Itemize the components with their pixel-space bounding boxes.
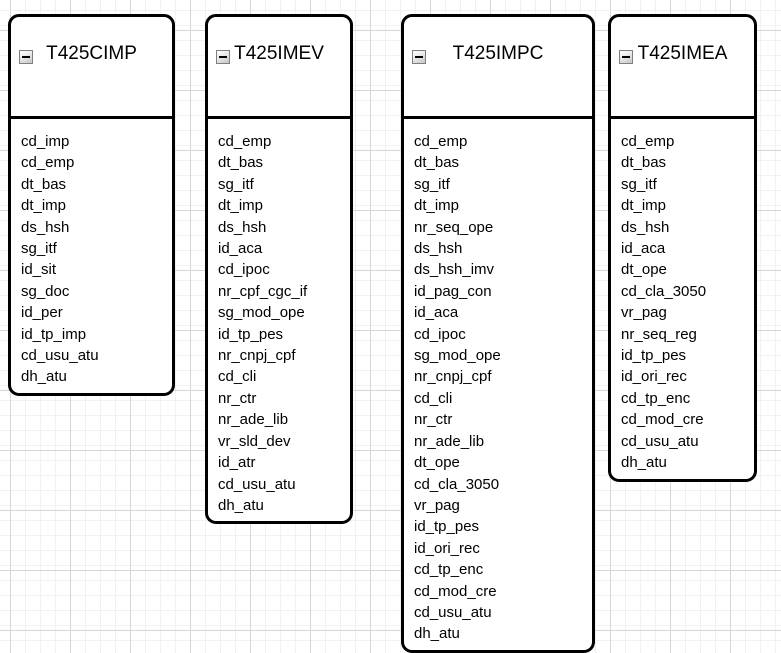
table-title: T425IMPC: [452, 43, 544, 64]
column-name[interactable]: dt_imp: [621, 197, 667, 215]
column-name[interactable]: dh_atu: [414, 625, 460, 643]
column-name[interactable]: dt_imp: [414, 197, 460, 215]
column-name[interactable]: cd_mod_cre: [414, 582, 497, 600]
column-name[interactable]: dh_atu: [21, 368, 67, 386]
column-name[interactable]: id_pag_con: [414, 282, 492, 300]
entity-node-t425impc[interactable]: T425IMPC cd_emp dt_bas sg_itf dt_imp nr_seq_…: [401, 14, 595, 653]
column-name[interactable]: id_aca: [414, 304, 459, 322]
minus-icon: [219, 56, 227, 58]
column-name[interactable]: dt_imp: [218, 197, 264, 215]
minus-icon: [22, 56, 30, 58]
column-name[interactable]: nr_cpf_cgc_if: [218, 282, 308, 300]
column-name[interactable]: cd_usu_atu: [414, 603, 492, 621]
column-name[interactable]: nr_cnpj_cpf: [414, 368, 492, 386]
column-list: cd_emp dt_bas sg_itf dt_imp nr_seq_ope ds_hsh…: [404, 119, 592, 650]
column-name[interactable]: cd_cla_3050: [621, 282, 707, 300]
column-name[interactable]: ds_hsh_imv: [414, 261, 495, 279]
column-name[interactable]: ds_hsh: [218, 218, 267, 236]
column-name[interactable]: id_tp_imp: [21, 325, 87, 343]
column-name[interactable]: vr_pag: [621, 304, 667, 322]
column-name[interactable]: dt_ope: [621, 261, 667, 279]
column-name[interactable]: id_aca: [621, 240, 666, 258]
column-name[interactable]: sg_itf: [21, 240, 57, 258]
column-name[interactable]: cd_usu_atu: [21, 347, 99, 365]
column-name[interactable]: vr_sld_dev: [218, 432, 291, 450]
column-name[interactable]: dt_bas: [218, 154, 264, 172]
table-title: T425CIMP: [46, 43, 137, 64]
column-list: cd_emp dt_bas sg_itf dt_imp ds_hsh id_aca dt_o…: [611, 119, 754, 479]
table-header: T425IMPC: [404, 43, 592, 119]
column-name[interactable]: nr_ade_lib: [218, 411, 289, 429]
column-name[interactable]: ds_hsh: [414, 240, 463, 258]
column-name[interactable]: dt_ope: [414, 454, 460, 472]
column-name[interactable]: ds_hsh: [21, 218, 70, 236]
column-name[interactable]: dt_bas: [21, 175, 67, 193]
column-name[interactable]: cd_tp_enc: [621, 389, 691, 407]
column-name[interactable]: cd_ipoc: [218, 261, 270, 279]
column-name[interactable]: nr_ctr: [218, 389, 257, 407]
column-name[interactable]: sg_mod_ope: [414, 347, 501, 365]
column-name[interactable]: cd_emp: [621, 133, 675, 150]
column-name[interactable]: sg_itf: [414, 175, 450, 193]
column-name[interactable]: dt_imp: [21, 197, 67, 215]
collapse-button[interactable]: [19, 50, 33, 64]
column-name[interactable]: dt_bas: [414, 154, 460, 172]
column-name[interactable]: cd_usu_atu: [218, 475, 296, 493]
column-name[interactable]: sg_doc: [21, 282, 70, 300]
column-list: cd_imp cd_emp dt_bas dt_imp ds_hsh sg_itf id_s…: [11, 119, 172, 393]
column-name[interactable]: id_per: [21, 304, 63, 322]
column-name[interactable]: cd_ipoc: [414, 325, 466, 343]
table-header: T425CIMP: [11, 43, 172, 119]
collapse-button[interactable]: [216, 50, 230, 64]
table-title: T425IMEA: [637, 43, 728, 64]
column-name[interactable]: dh_atu: [621, 454, 667, 472]
column-name[interactable]: dh_atu: [218, 496, 264, 514]
column-name[interactable]: cd_cli: [218, 368, 257, 386]
minus-icon: [415, 56, 423, 58]
column-name[interactable]: id_tp_pes: [621, 347, 687, 365]
column-name[interactable]: id_tp_pes: [414, 518, 480, 536]
column-name[interactable]: id_tp_pes: [218, 325, 284, 343]
column-name[interactable]: cd_tp_enc: [414, 561, 484, 579]
column-name[interactable]: nr_seq_ope: [414, 218, 494, 236]
column-name[interactable]: id_ori_rec: [414, 539, 480, 557]
table-title: T425IMEV: [234, 43, 324, 64]
column-name[interactable]: cd_emp: [414, 133, 468, 150]
collapse-button[interactable]: [619, 50, 633, 64]
column-name[interactable]: sg_itf: [621, 175, 657, 193]
column-name[interactable]: cd_cli: [414, 389, 453, 407]
column-name[interactable]: id_aca: [218, 240, 263, 258]
column-name[interactable]: cd_usu_atu: [621, 432, 699, 450]
column-name[interactable]: cd_emp: [218, 133, 272, 150]
column-list: cd_emp dt_bas sg_itf dt_imp ds_hsh id_aca cd_i…: [208, 119, 350, 521]
collapse-button[interactable]: [412, 50, 426, 64]
column-name[interactable]: id_sit: [21, 261, 57, 279]
column-name[interactable]: cd_mod_cre: [621, 411, 704, 429]
column-name[interactable]: nr_cnpj_cpf: [218, 347, 296, 365]
column-name[interactable]: nr_seq_reg: [621, 325, 697, 343]
column-name[interactable]: nr_ade_lib: [414, 432, 485, 450]
column-name[interactable]: nr_ctr: [414, 411, 453, 429]
table-header: T425IMEV: [208, 43, 350, 119]
column-name[interactable]: sg_itf: [218, 175, 254, 193]
column-name[interactable]: dt_bas: [621, 154, 667, 172]
column-name[interactable]: cd_cla_3050: [414, 475, 500, 493]
column-name[interactable]: cd_emp: [21, 154, 75, 172]
column-name[interactable]: id_ori_rec: [621, 368, 687, 386]
minus-icon: [622, 56, 630, 58]
column-name[interactable]: ds_hsh: [621, 218, 670, 236]
column-name[interactable]: cd_imp: [21, 133, 70, 150]
column-name[interactable]: id_atr: [218, 454, 256, 472]
column-name[interactable]: vr_pag: [414, 496, 460, 514]
table-header: T425IMEA: [611, 43, 754, 119]
column-name[interactable]: sg_mod_ope: [218, 304, 305, 322]
